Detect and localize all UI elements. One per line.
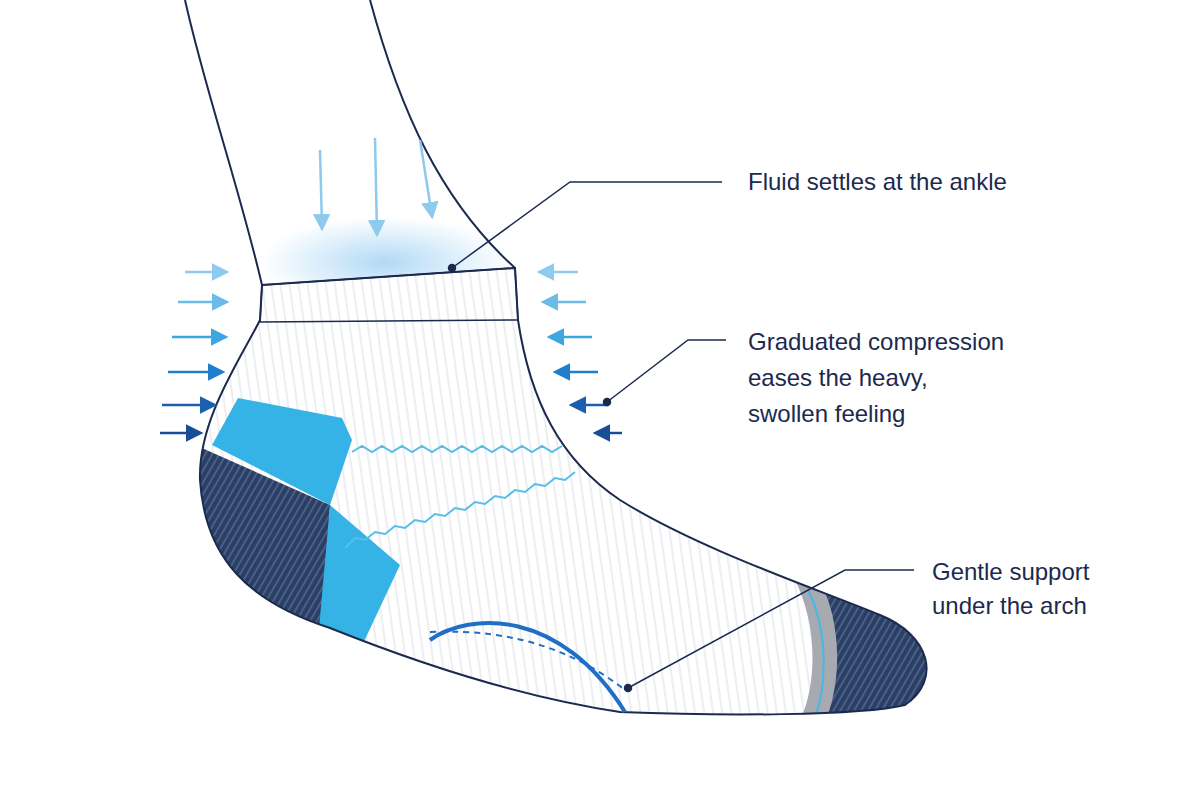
leader-lines (607, 340, 726, 402)
leader-lines (449, 182, 915, 692)
callout-label: Fluid settles at the ankle (748, 167, 1168, 197)
leader-lines (628, 570, 914, 688)
compression-arrows (162, 404, 214, 407)
compression-arrows (160, 138, 622, 433)
compression-arrows (544, 301, 586, 304)
compression-arrows (420, 140, 432, 216)
sock (190, 398, 960, 720)
arch-support (430, 632, 625, 690)
callout-label: Gentle support under the arch (932, 555, 1122, 623)
leader-lines (625, 685, 632, 692)
compression-arrows (556, 371, 598, 374)
compression-arrows (178, 301, 226, 304)
sock (345, 472, 575, 548)
compression-arrows (572, 404, 608, 407)
sock (190, 445, 330, 640)
leg (370, 0, 515, 268)
leader-lines (604, 399, 611, 406)
compression-arrows (172, 336, 225, 339)
arch-support (430, 623, 625, 712)
callout-label: Graduated compression eases the heavy, s… (748, 324, 1010, 432)
compression-arrows (320, 150, 322, 228)
compression-arrows (540, 271, 578, 274)
arch-support (430, 623, 625, 712)
compression-arrows (375, 138, 377, 234)
compression-arrows (160, 432, 200, 435)
sock (352, 446, 562, 452)
compression-arrows (550, 336, 592, 339)
leg (185, 0, 515, 307)
compression-arrows (168, 371, 222, 374)
leg (185, 0, 262, 285)
leader-lines (452, 182, 722, 268)
leader-lines (449, 265, 456, 272)
compression-arrows (596, 432, 622, 435)
compression-arrows (185, 271, 226, 274)
sock (808, 590, 824, 720)
